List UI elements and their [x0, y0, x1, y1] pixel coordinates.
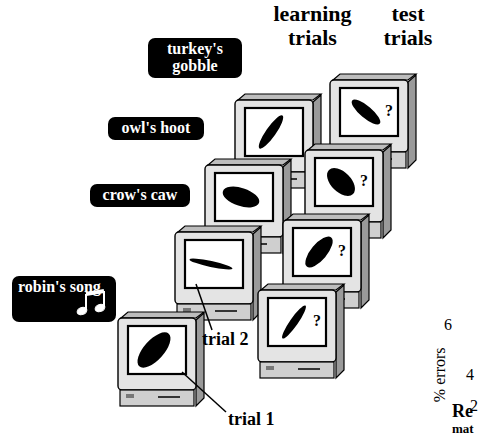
question-mark: ?: [360, 172, 368, 190]
trial-label: trial 1: [228, 410, 275, 430]
disk-slot: [158, 396, 180, 398]
leader-line: [182, 372, 226, 412]
callout-box: crow's caw: [90, 184, 190, 207]
disk-slot: [298, 368, 320, 370]
axis-title: % errors: [431, 337, 449, 413]
leaf-shape: [255, 113, 286, 152]
monitor-top: [333, 74, 416, 80]
monitor-body: [330, 80, 408, 152]
sound-label: robin's song: [18, 279, 110, 296]
monitor-top: [286, 214, 369, 220]
monitor-top: [238, 94, 321, 100]
leader-line: [196, 284, 212, 330]
monitor-screen: [185, 240, 243, 288]
leaf-shape: [132, 327, 176, 373]
monitor-screen: [268, 298, 326, 346]
monitor-screen: [245, 108, 303, 156]
monitor-screen: [340, 88, 398, 136]
cropped-text: Re: [452, 402, 473, 422]
monitor-body: [258, 290, 336, 362]
monitor-screen: [293, 228, 351, 276]
monitor-top: [121, 312, 204, 318]
sound-label: crow's caw: [96, 187, 184, 204]
monitor-side: [336, 285, 344, 378]
monitor-side: [408, 75, 416, 168]
monitor-top: [261, 284, 344, 290]
question-mark: ?: [385, 102, 393, 120]
monitor-screen: [315, 158, 373, 206]
cropped-text: mat: [452, 422, 474, 436]
computer-base: [120, 390, 194, 406]
monitor-body: [305, 150, 383, 222]
monitor-body: [175, 232, 253, 304]
computer-base: [260, 362, 334, 378]
monitor-side: [361, 215, 369, 308]
axis-tick: 4: [466, 366, 474, 384]
trial-label: trial 2: [202, 330, 249, 350]
sound-label: owl's hoot: [114, 120, 198, 137]
monitor-screen: [128, 326, 186, 374]
monitor-side: [383, 145, 391, 238]
monitor-top: [208, 159, 291, 165]
monitor-body: [283, 220, 361, 292]
computer-monitor: [175, 226, 261, 320]
monitor-screen: [215, 173, 273, 221]
leaf-shape: [220, 183, 262, 212]
power-light: [266, 366, 274, 370]
leaf-shape: [322, 163, 360, 201]
leaf-shape: [189, 256, 233, 271]
disk-slot: [215, 310, 237, 312]
question-mark: ?: [338, 242, 346, 260]
axis-tick: 6: [444, 316, 452, 334]
power-light: [126, 394, 134, 398]
leaf-shape: [301, 232, 338, 271]
computer-monitor: [258, 284, 344, 378]
heading: test trials: [372, 2, 444, 50]
monitor-body: [118, 318, 196, 390]
callout-box: owl's hoot: [108, 117, 204, 140]
callout-box: turkey's gobble: [148, 38, 242, 78]
monitor-top: [308, 144, 391, 150]
monitor-side: [196, 313, 204, 406]
callout-box: robin's song: [12, 276, 116, 322]
leaf-shape: [348, 96, 383, 128]
question-mark: ?: [313, 312, 321, 330]
heading: learning trials: [250, 2, 375, 50]
sound-label: turkey's gobble: [154, 41, 236, 75]
computer-monitor: [118, 312, 204, 406]
leaf-shape: [279, 303, 308, 340]
monitor-top: [178, 226, 261, 232]
